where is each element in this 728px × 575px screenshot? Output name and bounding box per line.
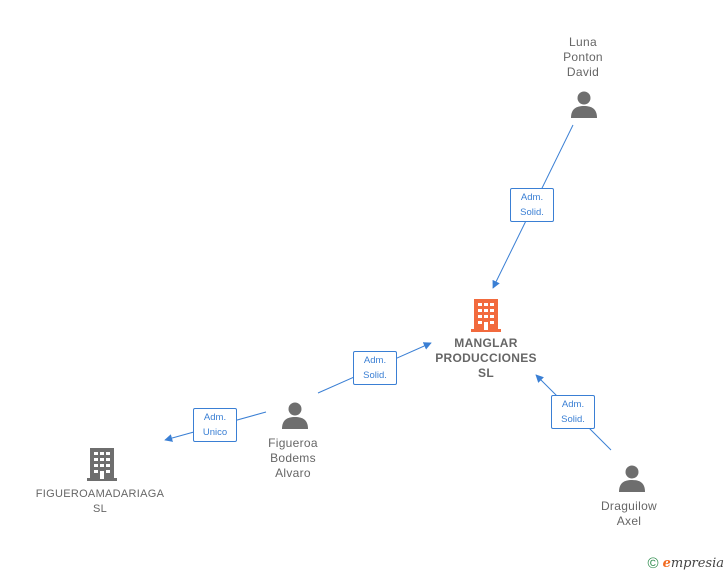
edge-label-figueroa-manglar[interactable]: Adm. Solid.: [353, 351, 397, 385]
edge-label-line: Solid.: [561, 414, 585, 425]
node-label-line: Axel: [616, 514, 642, 528]
edge-label-line: Unico: [202, 427, 228, 438]
edge-label-luna-manglar[interactable]: Adm. Solid.: [510, 188, 554, 222]
node-label-line: MANGLAR: [454, 336, 518, 350]
copyright-icon: ©: [647, 555, 659, 572]
person-icon[interactable]: [617, 463, 647, 493]
brand-logo: empresia: [663, 556, 724, 571]
edge-label-line: Adm.: [520, 192, 544, 203]
edge-label-figueroa-figueroamadariaga[interactable]: Adm. Unico: [193, 408, 237, 442]
node-label-line: FIGUEROAMADARIAGA: [35, 488, 165, 500]
node-label-line: Figueroa: [268, 436, 318, 450]
node-label-line: Ponton: [563, 50, 603, 64]
building-icon[interactable]: [470, 298, 502, 332]
person-icon[interactable]: [280, 400, 310, 430]
node-label-line: Alvaro: [275, 466, 311, 480]
node-label-figueroamadariaga[interactable]: FIGUEROAMADARIAGA SL: [20, 487, 180, 517]
node-label-line: PRODUCCIONES: [435, 351, 537, 365]
edge-label-line: Adm.: [203, 412, 227, 423]
brand-logo-text: mpresia: [670, 556, 724, 571]
node-label-line: SL: [92, 503, 108, 515]
edge-label-line: Solid.: [363, 370, 387, 381]
node-label-figueroa-bodems[interactable]: Figueroa Bodems Alvaro: [248, 436, 338, 481]
node-label-line: Bodems: [270, 451, 316, 465]
edge-label-line: Adm.: [363, 355, 387, 366]
brand-logo-initial: e: [662, 556, 671, 571]
edge-label-draguilow-manglar[interactable]: Adm. Solid.: [551, 395, 595, 429]
node-label-line: David: [566, 65, 600, 79]
node-label-line: SL: [478, 366, 494, 380]
edge-label-line: Adm.: [561, 399, 585, 410]
node-label-line: Luna: [569, 35, 597, 49]
brand-footer[interactable]: © empresia: [648, 555, 724, 572]
node-label-luna[interactable]: Luna Ponton David: [541, 35, 625, 80]
node-label-line: Draguilow: [600, 499, 658, 513]
node-label-manglar[interactable]: MANGLAR PRODUCCIONES SL: [420, 336, 552, 381]
person-icon[interactable]: [569, 89, 599, 119]
building-icon[interactable]: [86, 447, 118, 481]
edge-label-line: Solid.: [520, 207, 544, 218]
node-label-draguilow[interactable]: Draguilow Axel: [589, 499, 669, 529]
